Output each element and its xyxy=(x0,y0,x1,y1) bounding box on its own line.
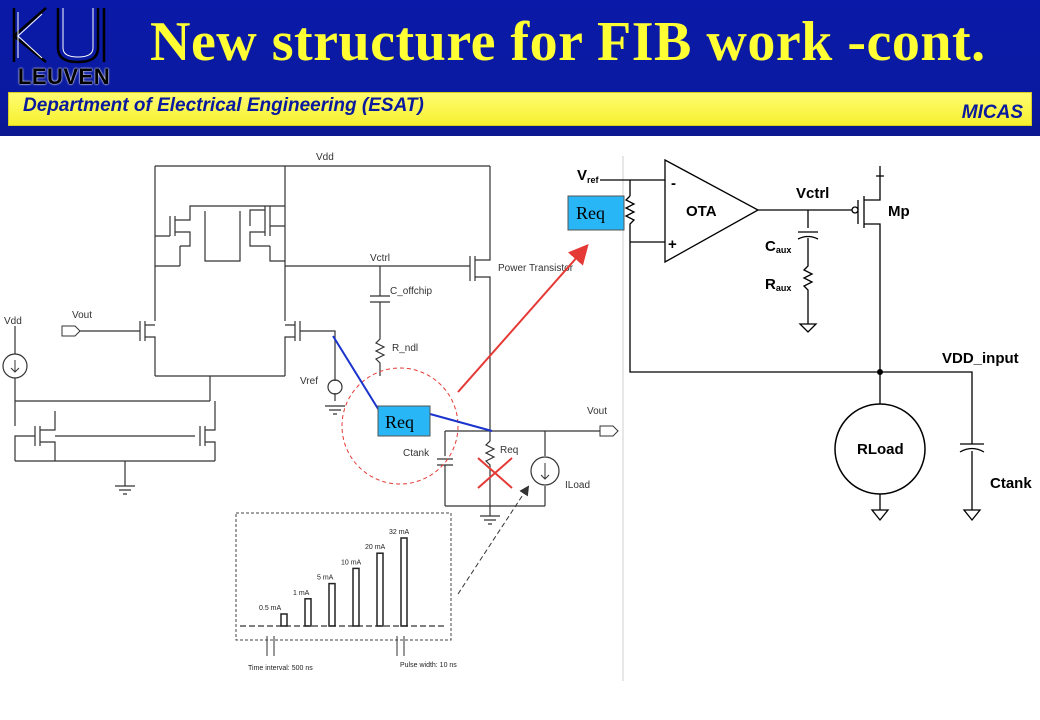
pulse-bar xyxy=(280,613,288,627)
vout-out-label: Vout xyxy=(587,406,607,417)
red-arrow xyxy=(457,244,589,393)
pulse-label: 32 mA xyxy=(389,529,410,536)
pulse-label: 10 mA xyxy=(341,559,362,566)
vout-in-pin-icon xyxy=(61,325,81,337)
r-ndl-label: R_ndl xyxy=(392,343,418,354)
pulse-inset-box xyxy=(235,512,452,641)
pulse-bars: 0.5 mA 1 mA 5 mA 10 mA 20 mA 32 mA xyxy=(259,529,410,627)
vref-source-icon xyxy=(327,379,343,395)
logo-text: LEUVEN xyxy=(17,64,111,89)
pulse-width-label: Pulse width: 10 ns xyxy=(400,662,457,669)
mp-gate-bubble xyxy=(851,206,859,214)
red-cross-icon xyxy=(477,457,513,489)
left-schematic xyxy=(14,165,600,516)
highlight-dashed-circle xyxy=(341,367,459,485)
vref-right-label: Vref xyxy=(577,167,600,185)
pulse-bar xyxy=(328,582,336,627)
ota-label: OTA xyxy=(686,203,717,220)
req-box-left xyxy=(377,405,431,437)
slide-header: LEUVEN New structure for FIB work -cont.… xyxy=(0,0,1040,136)
time-interval-label: Time interval: 500 ns xyxy=(248,665,313,672)
pulse-bar xyxy=(352,567,360,627)
pulse-bar xyxy=(400,537,408,627)
pulse-label: 1 mA xyxy=(293,590,310,597)
req-label: Req xyxy=(500,445,518,456)
slide-title: New structure for FIB work -cont. xyxy=(150,11,986,73)
iload-label: ILoad xyxy=(565,480,590,491)
ota-minus-label: - xyxy=(671,175,676,192)
pulse-label: 20 mA xyxy=(365,544,386,551)
ctank-right-label: Ctank xyxy=(990,475,1032,492)
iload-source-icon xyxy=(530,456,560,486)
caux-label: Caux xyxy=(765,238,791,255)
req-box-right-label: Req xyxy=(576,203,605,223)
vout-in-label: Vout xyxy=(72,310,92,321)
vctrl-label: Vctrl xyxy=(370,253,390,264)
pulse-bar xyxy=(376,552,384,627)
vdd-left-label: Vdd xyxy=(4,316,22,327)
rload-circle xyxy=(834,403,926,495)
time-marker-lines xyxy=(266,636,405,656)
vdd-input-label: VDD_input xyxy=(942,350,1019,367)
rload-label: RLoad xyxy=(857,441,904,458)
mp-label: Mp xyxy=(888,203,910,220)
c-offchip-label: C_offchip xyxy=(390,286,433,297)
circuit-diagram: Vdd Vctrl Power Transistor C_offchip R_n… xyxy=(2,152,1032,681)
department-bar: Department of Electrical Engineering (ES… xyxy=(8,92,1032,126)
ctank-label: Ctank xyxy=(403,448,430,459)
vout-out-pin-icon xyxy=(599,425,619,437)
inset-pointer-arrow xyxy=(457,485,530,595)
raux-label: Raux xyxy=(765,276,791,293)
pulse-label: 5 mA xyxy=(317,575,334,582)
vdd-current-source-icon xyxy=(2,353,28,379)
req-box-left-label: Req xyxy=(385,412,414,432)
vref-label: Vref xyxy=(300,376,318,387)
req-box-right xyxy=(567,195,625,231)
right-ground-symbols xyxy=(798,323,982,522)
vdd-top-label: Vdd xyxy=(316,152,334,163)
right-schematic xyxy=(600,158,985,510)
power-transistor-label: Power Transistor xyxy=(498,263,574,274)
pulse-label: 0.5 mA xyxy=(259,605,282,612)
blue-connection-lines xyxy=(332,335,493,432)
ku-logo-icon xyxy=(12,7,106,64)
group-label: MICAS xyxy=(961,102,1023,123)
vdd-input-node xyxy=(877,369,883,375)
vctrl-right-label: Vctrl xyxy=(796,185,829,202)
pulse-bar xyxy=(304,598,312,627)
ground-symbols xyxy=(115,405,500,525)
ota-plus-label: + xyxy=(668,236,677,253)
department-label: Department of Electrical Engineering (ES… xyxy=(23,95,424,116)
